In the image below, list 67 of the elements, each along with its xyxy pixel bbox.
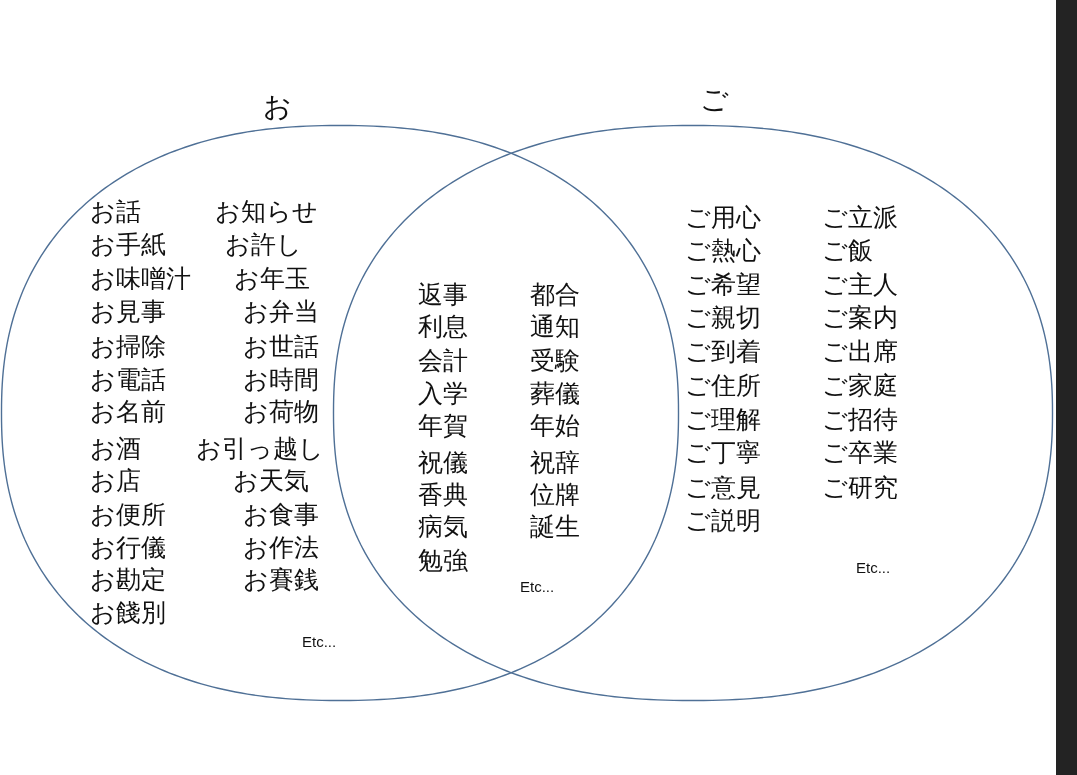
word-label: 会計 (418, 346, 468, 376)
word-label: 利息 (418, 312, 468, 342)
word-label: 入学 (418, 379, 468, 409)
word-label: ご案内 (822, 303, 898, 333)
word-label: ご意見 (685, 473, 761, 503)
word-label: ご説明 (685, 506, 761, 536)
word-label: お行儀 (90, 533, 166, 563)
word-label: 祝儀 (418, 448, 468, 478)
word-label: ご住所 (685, 371, 761, 401)
word-label: 香典 (418, 480, 468, 510)
word-label: お世話 (243, 332, 319, 362)
etc-note: Etc... (520, 578, 555, 596)
etc-note: Etc... (856, 559, 891, 577)
word-label: 通知 (530, 312, 580, 342)
word-label: 勉強 (418, 546, 468, 576)
word-label: ご到着 (685, 337, 761, 367)
word-label: ご研究 (822, 473, 898, 503)
word-label: ご立派 (822, 203, 898, 233)
dark-side-bar (1056, 0, 1077, 775)
word-label: 返事 (418, 280, 468, 310)
word-label: 年始 (530, 411, 580, 441)
word-label: ご家庭 (822, 371, 898, 401)
circle-heading: ご (700, 83, 729, 117)
word-label: ご主人 (822, 270, 898, 300)
word-label: ご親切 (685, 303, 761, 333)
word-label: お弁当 (243, 297, 319, 327)
word-label: ご卒業 (822, 438, 898, 468)
word-label: ご招待 (822, 405, 898, 435)
word-label: お話 (90, 197, 141, 227)
word-label: 都合 (530, 280, 580, 310)
word-label: お知らせ (215, 197, 318, 227)
word-label: お許し (225, 230, 302, 260)
word-label: お年玉 (234, 264, 310, 294)
word-label: 誕生 (530, 512, 580, 542)
word-label: ご飯 (822, 236, 873, 266)
word-label: お勘定 (90, 565, 166, 595)
word-label: お店 (90, 466, 141, 496)
word-label: お時間 (243, 365, 319, 395)
etc-note: Etc... (302, 633, 337, 651)
word-label: お食事 (243, 500, 319, 530)
word-label: お便所 (90, 500, 166, 530)
word-label: お賽銭 (243, 565, 319, 595)
word-label: 年賀 (418, 411, 468, 441)
circle-heading: お (263, 90, 292, 124)
word-label: 祝辞 (530, 448, 580, 478)
word-label: お手紙 (90, 230, 166, 260)
word-label: お引っ越し (196, 434, 324, 464)
word-label: お荷物 (243, 397, 319, 427)
word-label: 受験 (530, 346, 580, 376)
word-label: 病気 (418, 512, 468, 542)
word-label: ご理解 (685, 405, 761, 435)
word-label: お名前 (90, 397, 166, 427)
word-label: お掃除 (90, 332, 166, 362)
word-label: ご熱心 (685, 236, 761, 266)
word-label: ご出席 (822, 337, 898, 367)
word-label: お餞別 (90, 598, 166, 628)
word-label: お味噌汁 (90, 264, 191, 294)
word-label: ご用心 (685, 203, 761, 233)
word-label: ご丁寧 (685, 438, 761, 468)
word-label: お見事 (90, 297, 166, 327)
word-label: お酒 (90, 434, 141, 464)
word-label: 位牌 (530, 480, 580, 510)
word-label: お天気 (233, 466, 309, 496)
word-label: お電話 (90, 365, 166, 395)
word-label: 葬儀 (530, 379, 580, 409)
word-label: ご希望 (685, 270, 761, 300)
word-label: お作法 (243, 533, 319, 563)
